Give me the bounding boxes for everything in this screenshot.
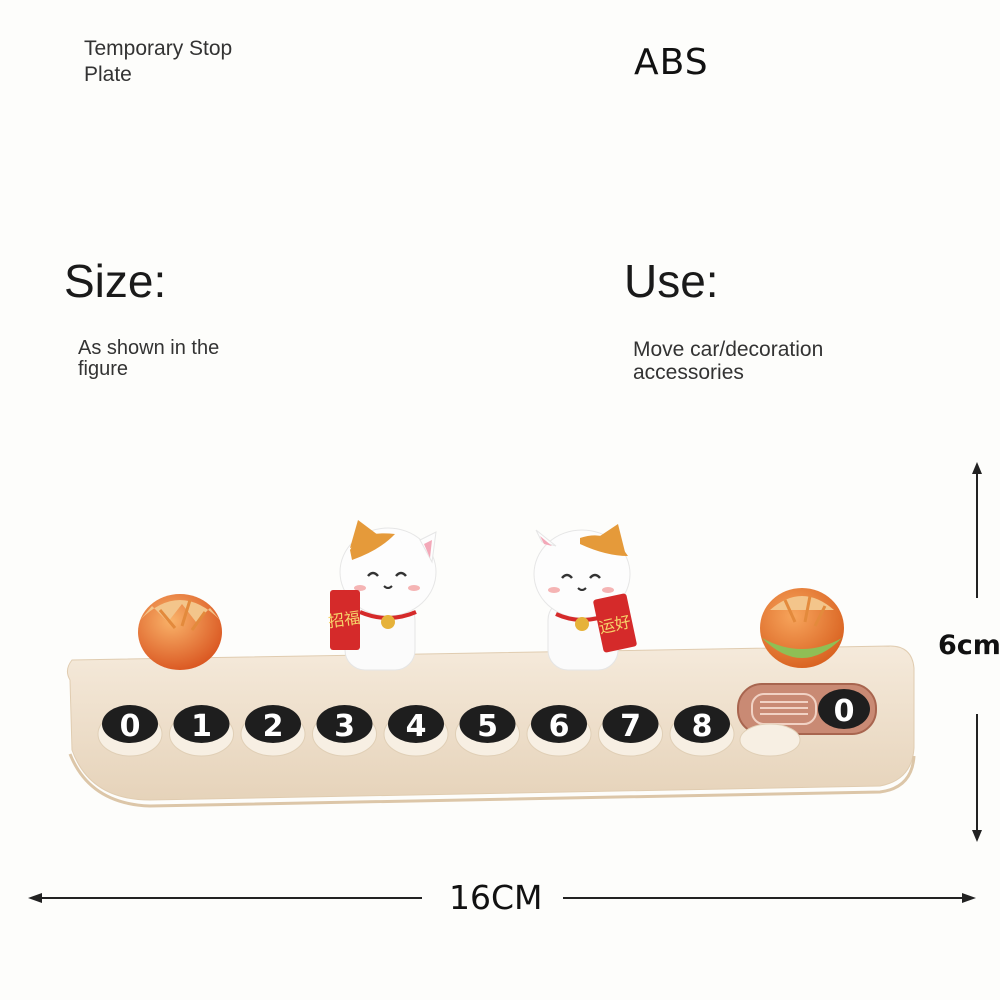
arrow-right-icon <box>956 891 976 905</box>
digit-button-2: 2 <box>240 705 306 757</box>
arrow-up-icon <box>970 462 984 482</box>
digit-label: 2 <box>263 709 284 744</box>
left-cat-tag-text: 招福 <box>327 608 361 631</box>
parking-number-plate-image: 招福 运好 0 0 1 2 3 4 5 6 7 8 <box>66 520 916 808</box>
width-dimension-line-left <box>36 897 422 899</box>
digit-button-1: 1 <box>169 705 234 757</box>
digit-button-7: 7 <box>598 705 663 757</box>
cut-heading-left <box>84 0 204 6</box>
height-dimension-line-top <box>976 470 978 598</box>
left-lucky-cat-figure: 招福 <box>327 520 437 671</box>
covered-digit-button <box>739 723 801 757</box>
digit-button-8: 8 <box>669 705 735 757</box>
material-value: ABS <box>634 42 709 83</box>
digit-label: 3 <box>334 709 355 744</box>
arrow-down-icon <box>970 824 984 844</box>
use-value: Move car/decoration accessories <box>633 338 824 384</box>
digit-button-row: 0 1 2 3 4 5 6 7 8 <box>97 705 801 757</box>
arrow-left-icon <box>28 891 48 905</box>
digit-button-3: 3 <box>312 705 377 757</box>
digit-label: 7 <box>620 709 641 744</box>
cut-heading-right <box>632 0 752 6</box>
digit-button-0: 0 <box>97 705 163 757</box>
digit-label: 6 <box>549 709 570 744</box>
product-type-value: Temporary Stop Plate <box>84 37 233 86</box>
use-heading: Use: <box>624 255 719 307</box>
size-value: As shown in the figure <box>78 337 220 380</box>
slider-digit-button: 0 <box>818 689 870 729</box>
width-dimension-line-right <box>563 897 965 899</box>
digit-label: 8 <box>692 709 713 744</box>
digit-label: 0 <box>120 709 141 744</box>
right-orange-figure <box>760 588 844 668</box>
size-heading: Size: <box>64 255 167 307</box>
left-orange-figure <box>138 594 222 670</box>
height-dimension-label: 6cm <box>938 630 1000 661</box>
right-lucky-cat-figure: 运好 <box>533 524 637 671</box>
digit-label: 4 <box>406 709 427 744</box>
digit-label: 5 <box>477 709 498 744</box>
digit-button-6: 6 <box>526 705 592 757</box>
width-dimension-label: 16CM <box>449 878 543 917</box>
digit-label: 1 <box>191 709 212 744</box>
slider-digit: 0 <box>834 694 855 729</box>
digit-button-5: 5 <box>455 705 520 757</box>
digit-button-4: 4 <box>383 705 449 757</box>
height-dimension-line-bottom <box>976 714 978 832</box>
